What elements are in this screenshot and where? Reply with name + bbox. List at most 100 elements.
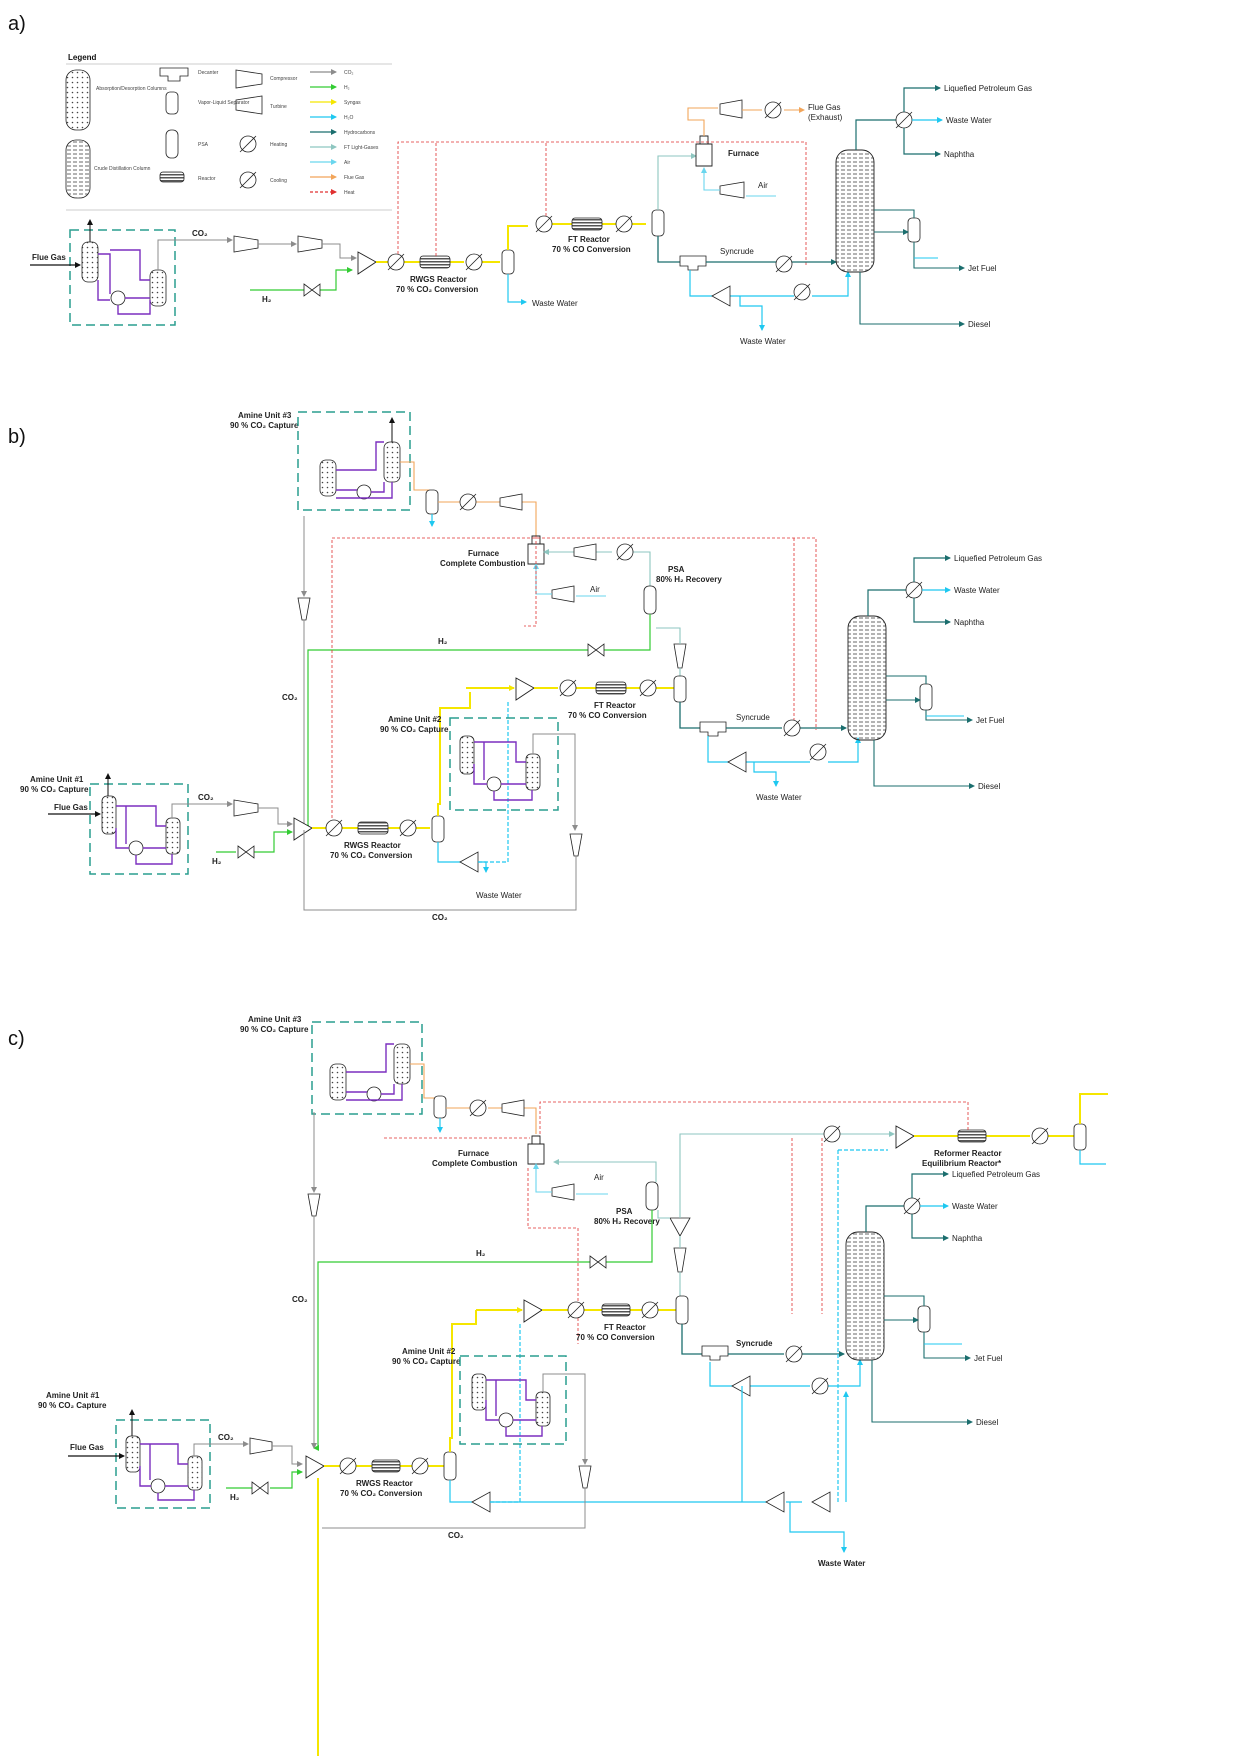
naphtha-label: Naphtha xyxy=(944,150,975,159)
panel-label-c: c) xyxy=(8,1028,25,1050)
furnace-air-comp-c xyxy=(552,1184,574,1200)
co2-turbine-b2 xyxy=(570,834,582,856)
amine2b-exchanger xyxy=(487,777,501,791)
vl-separator-1 xyxy=(502,250,514,274)
amine2-b-title: Amine Unit #2 xyxy=(388,715,442,724)
furnace-b xyxy=(528,536,544,564)
furnace-b-label-2: Complete Combustion xyxy=(440,559,525,568)
side-stripper-c xyxy=(918,1306,930,1332)
ft-c-label: FT Reactor xyxy=(604,1323,646,1332)
light-gas-mixer-c xyxy=(670,1218,690,1236)
flue-gas-b: Flue Gas xyxy=(54,803,88,812)
vl-sep-b1 xyxy=(432,816,444,842)
psa-feed-turbine xyxy=(674,644,686,668)
compressor-1b xyxy=(234,800,258,816)
flue-out-label-2: (Exhaust) xyxy=(808,113,843,122)
water-pump-c4 xyxy=(812,1492,830,1512)
legend-label: Turbine xyxy=(270,104,287,110)
panel-label-b: b) xyxy=(8,426,26,448)
co2-b-left: CO₂ xyxy=(282,693,298,702)
air-label: Air xyxy=(758,181,768,190)
flue-turbine-b xyxy=(500,494,522,510)
ft-reactor-c xyxy=(602,1304,630,1316)
water-pump-c1 xyxy=(472,1492,490,1512)
ft-reactor-b xyxy=(596,682,626,694)
water-pump-b2 xyxy=(728,752,746,772)
h2-valve-b xyxy=(588,644,604,656)
naphtha-c: Naphtha xyxy=(952,1234,983,1243)
amine2-c-title: Amine Unit #2 xyxy=(402,1347,456,1356)
flue-out-label: Flue Gas xyxy=(808,103,840,112)
mixer xyxy=(358,252,376,274)
crude-distillation-column xyxy=(836,150,874,272)
legend-stream-label: Flue Gas xyxy=(344,175,365,181)
amine1-c-title: Amine Unit #1 xyxy=(46,1391,100,1400)
psa-b xyxy=(644,586,656,614)
panel-c: Amine Unit #3 90 % CO₂ Capture Furnace C… xyxy=(38,1015,1108,1756)
vl-separator-2 xyxy=(652,210,664,236)
h2-valve-c2 xyxy=(252,1482,268,1494)
distillation-column-c xyxy=(846,1232,884,1360)
co2-label: CO₂ xyxy=(192,229,208,238)
reformer-mixer xyxy=(896,1126,914,1148)
flue-gas-c: Flue Gas xyxy=(70,1443,104,1452)
co2-b-in: CO₂ xyxy=(198,793,214,802)
decanter-c xyxy=(702,1346,728,1360)
amine1-b-capture: 90 % CO₂ Capture xyxy=(20,785,89,794)
decanter xyxy=(680,256,706,270)
lpg-b: Liquefied Petroleum Gas xyxy=(954,554,1042,563)
co2-c-in: CO₂ xyxy=(218,1433,234,1442)
psa-icon xyxy=(166,130,178,158)
compressor-2 xyxy=(298,236,322,252)
distillation-column-icon xyxy=(66,140,90,198)
absorber-3 xyxy=(320,460,336,496)
amine2-b-capture: 90 % CO₂ Capture xyxy=(380,725,449,734)
compressor-1c xyxy=(250,1438,272,1454)
panel-label-a: a) xyxy=(8,13,26,35)
co2-turbine-b xyxy=(298,598,310,620)
h2-label: H₂ xyxy=(262,295,272,304)
stripper-column xyxy=(150,270,166,306)
furnace-label: Furnace xyxy=(728,149,760,158)
water-pump-b1 xyxy=(460,852,478,872)
amine3-capture: 90 % CO₂ Capture xyxy=(230,421,299,430)
jet-fuel-b: Jet Fuel xyxy=(976,716,1005,725)
psa-c xyxy=(646,1182,658,1210)
rwgs-label: RWGS Reactor xyxy=(410,275,467,284)
reformer-reactor xyxy=(958,1130,986,1142)
compressor-icon xyxy=(236,70,262,88)
mixer-b xyxy=(294,818,312,840)
psa-b-recovery: 80% H₂ Recovery xyxy=(656,575,722,584)
legend: Legend Absorption/Desorption Columns Cru… xyxy=(66,53,392,210)
rwgs-c-label: RWGS Reactor xyxy=(356,1479,413,1488)
waste-water-label: Waste Water xyxy=(532,299,578,308)
reformer-label-2: Equilibrium Reactor* xyxy=(922,1159,1002,1168)
flue-turbine-c xyxy=(502,1100,524,1116)
waste-water-c: Waste Water xyxy=(818,1559,865,1568)
jet-fuel-c: Jet Fuel xyxy=(974,1354,1003,1363)
water-pump xyxy=(712,286,730,306)
air-b-label: Air xyxy=(590,585,600,594)
legend-label: Absorption/Desorption Columns xyxy=(96,86,167,92)
waste-water-b-top: Waste Water xyxy=(954,586,1000,595)
waste-water-b-low: Waste Water xyxy=(476,891,522,900)
h2-valve-b2 xyxy=(238,846,254,858)
side-stripper xyxy=(908,218,920,242)
absorber-1b xyxy=(102,796,116,834)
vl-sep-flue-c xyxy=(434,1096,446,1118)
stripper-1c xyxy=(188,1456,202,1490)
rwgs-b-label: RWGS Reactor xyxy=(344,841,401,850)
waste-water-b-mid: Waste Water xyxy=(756,793,802,802)
rwgs-reactor-b xyxy=(358,822,388,834)
legend-label: Heating xyxy=(270,142,287,148)
psa-c-label: PSA xyxy=(616,1207,633,1216)
water-pump-c2 xyxy=(732,1376,750,1396)
absorber-2c xyxy=(472,1374,486,1410)
waste-water-c-top: Waste Water xyxy=(952,1202,998,1211)
amine2c-exchanger xyxy=(499,1413,513,1427)
legend-stream-label: FT Light-Gases xyxy=(344,145,379,151)
lpg-label: Liquefied Petroleum Gas xyxy=(944,84,1032,93)
ft-b-label: FT Reactor xyxy=(594,701,636,710)
decanter-b xyxy=(700,722,726,736)
